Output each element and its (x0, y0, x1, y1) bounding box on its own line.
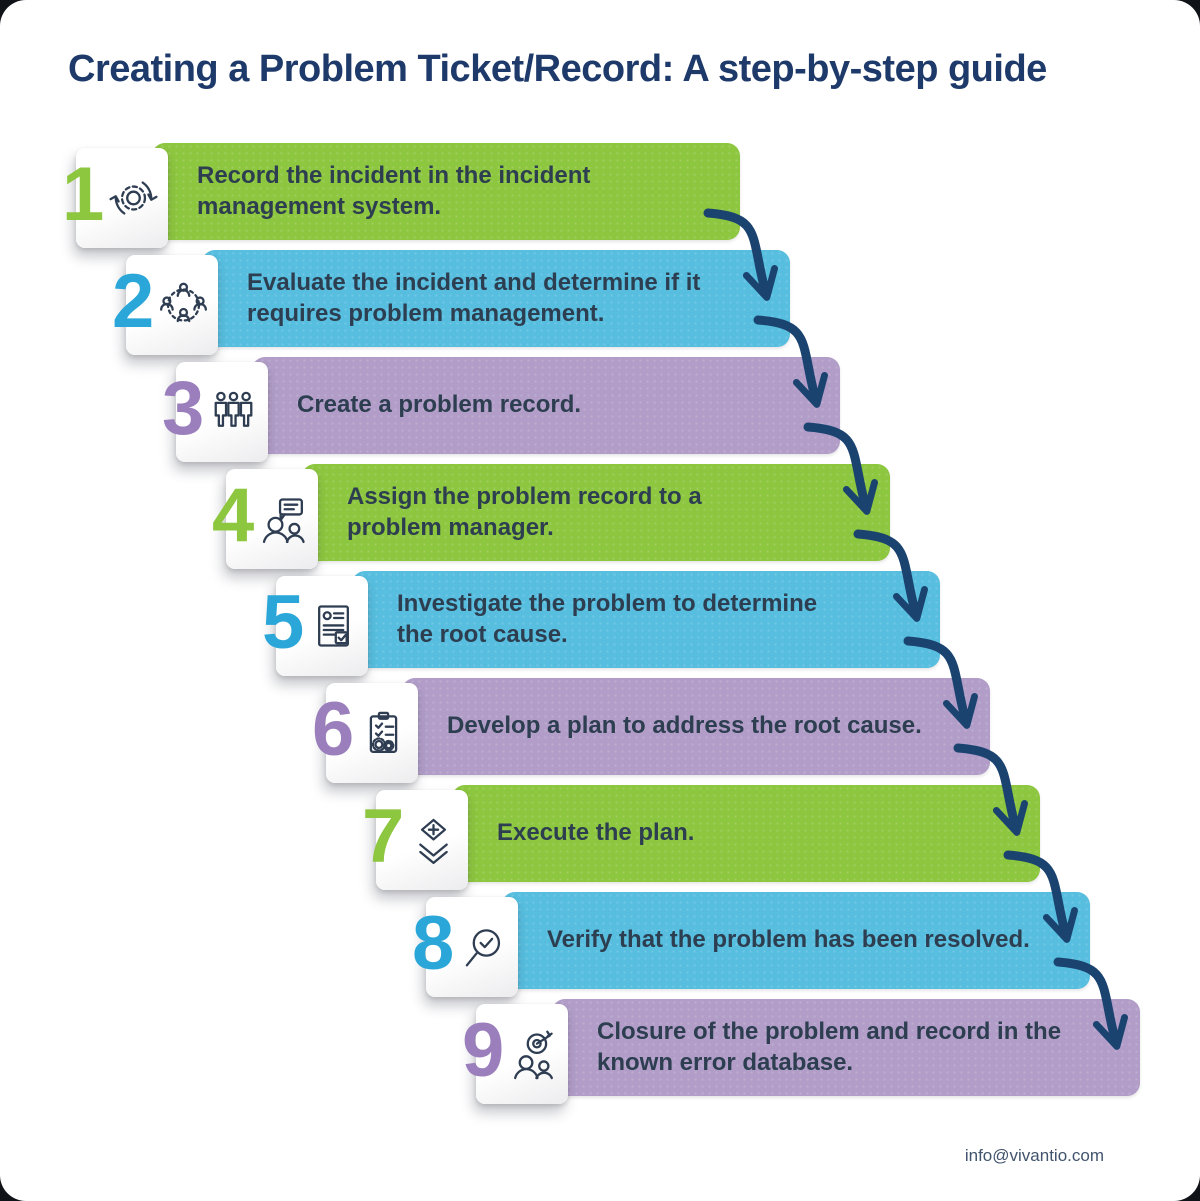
step-bar: Record the incident in the incident mana… (152, 143, 740, 240)
step-card: 1 (62, 148, 168, 248)
step-number: 1 (62, 151, 104, 237)
step-text: Investigate the problem to determine the… (397, 590, 818, 648)
plan-clipboard-icon (356, 706, 411, 761)
footer-email: info@vivantio.com (964, 1146, 1104, 1165)
step-number: 6 (312, 686, 354, 772)
step-bar: Evaluate the incident and determine if i… (202, 250, 790, 347)
step-bar: Closure of the problem and record in the… (552, 999, 1140, 1096)
gear-sync-icon (106, 171, 161, 226)
report-document-icon (306, 599, 361, 654)
step-card: 2 (112, 255, 218, 355)
step-bar: Investigate the problem to determine the… (352, 571, 940, 668)
step-bar: Assign the problem record to a problem m… (302, 464, 890, 561)
execute-layers-icon (406, 813, 461, 868)
step-text: Evaluate the incident and determine if i… (247, 269, 701, 327)
step-card: 6 (312, 683, 418, 783)
step-text: Develop a plan to address the root cause… (447, 712, 922, 740)
verify-magnifier-icon (456, 920, 511, 975)
people-network-icon (156, 278, 211, 333)
step-text: Execute the plan. (497, 819, 695, 847)
step-bar: Develop a plan to address the root cause… (402, 678, 990, 775)
step-card: 8 (412, 897, 518, 997)
step-text: Closure of the problem and record in the… (597, 1018, 1062, 1076)
step-number: 3 (162, 365, 204, 451)
step-card: 5 (262, 576, 368, 676)
page-title: Creating a Problem Ticket/Record: A step… (68, 48, 1047, 90)
group-icon (206, 385, 261, 440)
step-number: 4 (212, 472, 254, 558)
step-text: Verify that the problem has been resolve… (547, 926, 1030, 954)
step-bar: Verify that the problem has been resolve… (502, 892, 1090, 989)
step-number: 8 (412, 900, 454, 986)
step-number: 2 (112, 258, 154, 344)
closure-target-icon (506, 1027, 561, 1082)
step-text: Assign the problem record to a problem m… (347, 483, 702, 541)
step-card: 4 (212, 469, 318, 569)
step-text: Create a problem record. (297, 391, 582, 419)
step-bar: Execute the plan. (452, 785, 1040, 882)
step-text: Record the incident in the incident mana… (197, 162, 591, 220)
step-card: 3 (162, 362, 268, 462)
step-card: 7 (362, 790, 468, 890)
step-number: 5 (262, 579, 304, 665)
step-number: 7 (362, 793, 404, 879)
step-number: 9 (462, 1007, 504, 1093)
step-card: 9 (462, 1004, 568, 1104)
step-bar: Create a problem record. (252, 357, 840, 454)
assign-conversation-icon (256, 492, 311, 547)
